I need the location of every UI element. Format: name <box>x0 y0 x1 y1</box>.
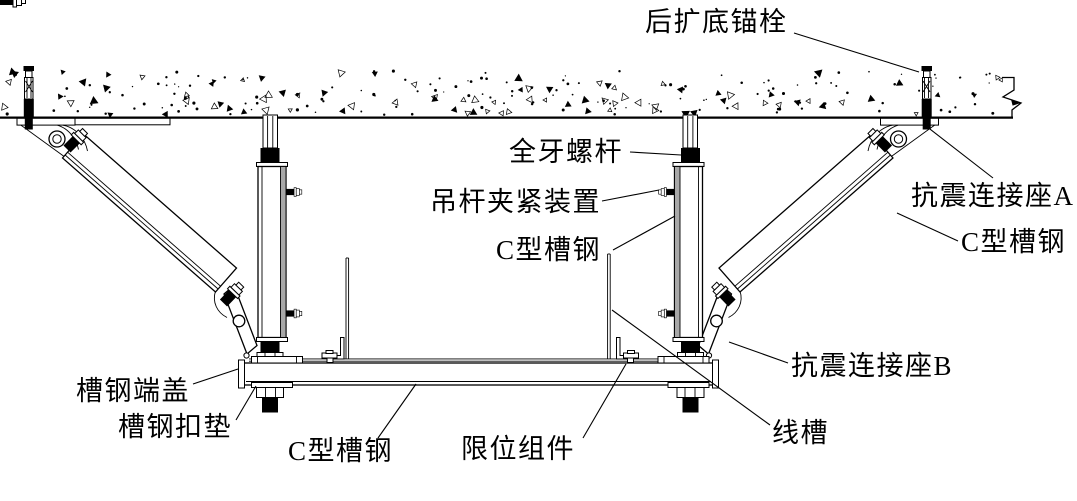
leader-c-channel-bottom <box>377 383 417 439</box>
leader-limit-assembly <box>582 363 627 439</box>
channel-clip-washer <box>251 356 303 364</box>
diagonal-c-channel-brace <box>61 133 238 293</box>
leader-wire-trough <box>611 309 771 426</box>
leader-lines <box>192 32 994 439</box>
leader-rod-clamping-device <box>601 189 660 202</box>
leader-full-thread-rod <box>629 151 682 156</box>
rod-coupler <box>260 148 280 163</box>
leader-c-channel-brace <box>896 212 959 242</box>
label-seismic-connector-b: 抗震连接座B <box>791 351 953 381</box>
label-c-channel-vertical: C型槽钢 <box>496 235 601 265</box>
leader-seismic-connector-b <box>728 341 789 364</box>
channel-nut-stack <box>251 341 303 413</box>
leader-channel-clip-washer <box>235 385 257 421</box>
leader-seismic-connector-a <box>925 125 994 179</box>
label-seismic-connector-a: 抗震连接座A <box>911 181 1075 211</box>
channel-end-cap-left <box>238 359 245 389</box>
seismic-connector-a <box>48 124 91 155</box>
leader-c-channel-vertical <box>612 215 676 251</box>
label-limit-assembly: 限位组件 <box>461 434 575 464</box>
hanger-assembly-left <box>251 114 303 413</box>
corner-assembly-right <box>699 66 939 358</box>
limit-assembly-left <box>321 337 345 363</box>
rod-clamping-device <box>285 187 303 319</box>
full-thread-rod <box>262 114 278 149</box>
label-rod-clamping-device: 吊杆夹紧装置 <box>430 187 601 217</box>
rear-expansion-anchor-bolt <box>23 66 34 130</box>
vertical-c-channel-strut <box>256 162 288 342</box>
label-channel-clip-washer: 槽钢扣垫 <box>118 412 232 442</box>
label-c-channel-bottom: C型槽钢 <box>288 436 393 466</box>
label-full-thread-rod: 全牙螺杆 <box>509 137 623 167</box>
leader-rear-expansion-anchor <box>793 32 920 73</box>
labels: 后扩底锚栓 全牙螺杆 吊杆夹紧装置 C型槽钢 抗震连接座A C型槽钢 抗震连接座… <box>76 7 1075 466</box>
label-rear-expansion-anchor: 后扩底锚栓 <box>645 7 788 37</box>
label-wire-trough: 线槽 <box>772 418 829 448</box>
label-c-channel-brace: C型槽钢 <box>961 227 1066 257</box>
ceiling-rail <box>74 117 171 126</box>
slab-break-line <box>1001 76 1023 118</box>
horizontal-c-channel <box>238 358 719 389</box>
wire-trough <box>345 253 611 359</box>
label-channel-end-cap: 槽钢端盖 <box>76 376 190 406</box>
leader-channel-end-cap <box>192 368 239 385</box>
channel-end-cap-right <box>712 359 719 389</box>
seismic-connector-b <box>213 279 258 359</box>
concrete-stipple <box>1 67 1003 119</box>
